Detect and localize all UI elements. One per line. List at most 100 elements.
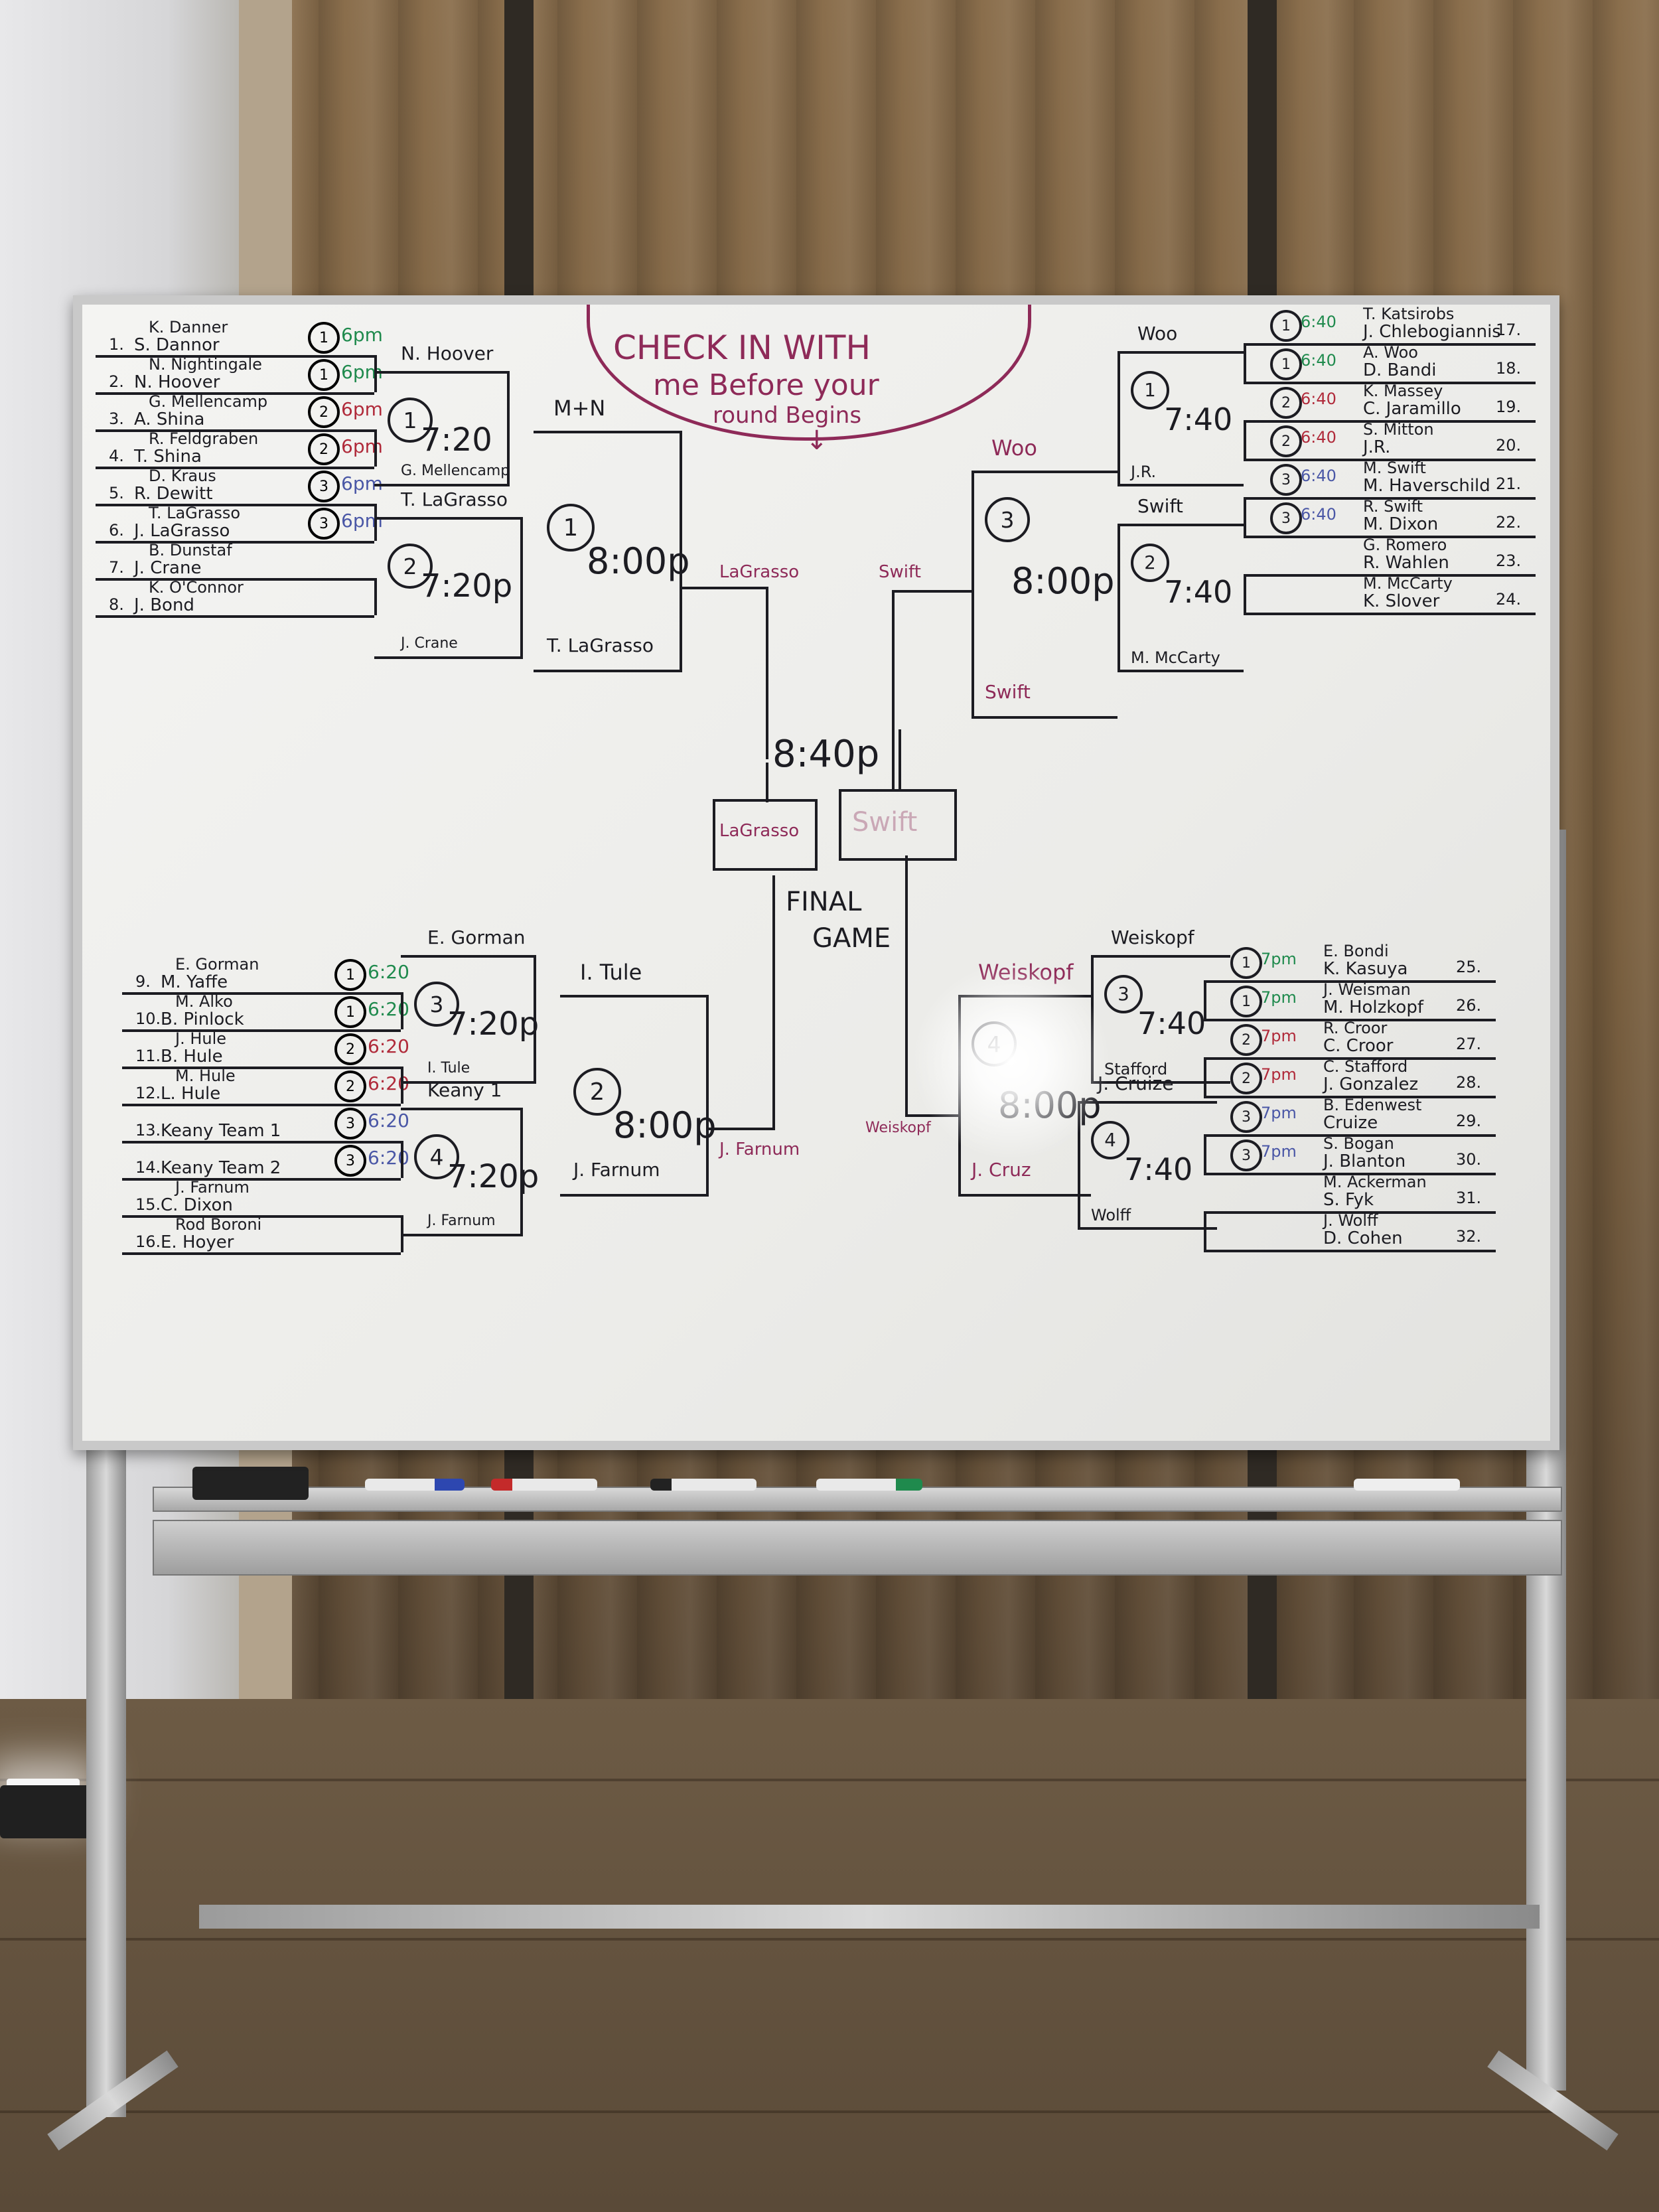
entrant-time: 6:40 xyxy=(1301,505,1336,524)
round2-connector xyxy=(1078,1101,1080,1230)
bracket-connector xyxy=(401,992,403,1029)
slot-number-badge: 3 xyxy=(1230,1101,1262,1133)
round2-top-line xyxy=(401,955,534,958)
entrant-name: J. Bond xyxy=(134,595,194,615)
slot-number-badge: 1 xyxy=(1230,947,1262,979)
round2-top-name: N. Hoover xyxy=(401,342,494,364)
entrant-line xyxy=(96,541,374,544)
entrant-time: 6:40 xyxy=(1301,351,1336,370)
entrant-partner: G. Romero xyxy=(1363,536,1447,554)
entrant-partner: C. Stafford xyxy=(1323,1057,1408,1076)
entrant-seed: 9. xyxy=(135,972,151,991)
entrant-line xyxy=(1204,1211,1496,1214)
entrant-line xyxy=(1244,382,1536,384)
right-finalist-box xyxy=(839,789,957,861)
round2-top-line xyxy=(374,371,507,374)
bracket-connector xyxy=(1244,420,1246,459)
entrant-name: Keany Team 2 xyxy=(161,1158,281,1178)
entrant-seed: 22. xyxy=(1496,513,1522,532)
round3-top-name: M+N xyxy=(553,396,606,421)
entrant-name: C. Dixon xyxy=(161,1195,233,1215)
entrant-time: 6:40 xyxy=(1301,428,1336,447)
entrant-name: M. Dixon xyxy=(1363,514,1439,534)
round2-top-line xyxy=(1118,351,1244,354)
entrant-seed: 19. xyxy=(1496,398,1522,416)
entrant-partner: A. Woo xyxy=(1363,343,1418,362)
bracket-connector xyxy=(374,578,377,615)
red-marker[interactable] xyxy=(491,1479,597,1491)
entrant-partner: T. LaGrasso xyxy=(149,504,241,522)
entrant-partner: J. Weisman xyxy=(1323,980,1411,999)
match-number: 1 xyxy=(388,398,433,443)
semi-top-name: LaGrasso xyxy=(719,562,800,582)
entrant-seed: 11. xyxy=(135,1047,161,1065)
entrant-name: K. Slover xyxy=(1363,591,1440,611)
round2-connector xyxy=(534,955,536,1084)
entrant-name: N. Hoover xyxy=(134,372,220,392)
slot-number-badge: 3 xyxy=(334,1108,366,1140)
arrow-down-icon: ↓ xyxy=(806,425,828,456)
match-number: 3 xyxy=(985,497,1030,542)
entrant-seed: 30. xyxy=(1456,1150,1482,1169)
entrant-line xyxy=(1244,497,1536,500)
bracket-connector xyxy=(1244,343,1246,382)
round2-top-name: E. Gorman xyxy=(427,926,526,948)
blue-marker[interactable] xyxy=(365,1479,465,1491)
entrant-seed: 20. xyxy=(1496,436,1522,455)
bracket-connector xyxy=(374,355,377,392)
round2-top-name: Weiskopf xyxy=(1111,926,1194,948)
round2-bottom-name: J. Farnum xyxy=(427,1213,496,1229)
entrant-seed: 31. xyxy=(1456,1189,1482,1207)
entrant-name: M. Holzkopf xyxy=(1323,997,1423,1017)
entrant-name: L. Hule xyxy=(161,1084,221,1104)
entrant-name: C. Croor xyxy=(1323,1036,1394,1056)
semi-top-line xyxy=(892,590,972,593)
bracket-connector xyxy=(401,1141,403,1178)
slot-number-badge: 2 xyxy=(1230,1063,1262,1094)
entrant-partner: M. Ackerman xyxy=(1323,1173,1427,1191)
entrant-line xyxy=(122,1215,401,1218)
eraser[interactable] xyxy=(192,1467,309,1500)
bracket-connector xyxy=(1244,497,1246,536)
match-time: 7:20p xyxy=(447,1158,540,1195)
green-marker[interactable] xyxy=(816,1479,922,1491)
entrant-name: D. Bandi xyxy=(1363,360,1437,380)
match-time: 8:00p xyxy=(613,1104,717,1146)
entrant-seed: 7. xyxy=(109,558,124,577)
entrant-seed: 4. xyxy=(109,447,124,465)
entrant-partner: S. Mitton xyxy=(1363,420,1434,439)
entrant-line xyxy=(1204,980,1496,983)
black-marker[interactable] xyxy=(650,1479,757,1491)
entrant-time: 6:20 xyxy=(368,1035,409,1057)
entrant-line xyxy=(96,355,374,358)
entrant-name: R. Wahlen xyxy=(1363,553,1449,573)
check-in-line2: me Before your xyxy=(653,368,879,402)
round3-bottom-name: J. Farnum xyxy=(573,1159,660,1181)
entrant-time: 6pm xyxy=(341,324,383,346)
slot-number-badge: 3 xyxy=(308,471,340,502)
slot-number-badge: 3 xyxy=(334,1145,366,1177)
round3-top-line xyxy=(534,431,680,433)
round2-top-line xyxy=(1118,524,1244,526)
entrant-name: J. Gonzalez xyxy=(1323,1074,1419,1094)
entrant-line xyxy=(122,1067,401,1069)
marker[interactable] xyxy=(1354,1479,1460,1491)
slot-number-badge: 2 xyxy=(1230,1024,1262,1056)
round2-bottom-name: G. Mellencamp xyxy=(401,463,510,479)
entrant-seed: 8. xyxy=(109,595,124,614)
semi-bottom-name: J. Farnum xyxy=(719,1140,800,1159)
entrant-partner: J. Wolff xyxy=(1323,1211,1378,1230)
entrant-name: S. Fyk xyxy=(1323,1190,1374,1210)
entrant-time: 7pm xyxy=(1261,1027,1297,1045)
entrant-line xyxy=(1204,1134,1496,1137)
entrant-name: S. Dannor xyxy=(134,335,220,355)
entrant-line xyxy=(122,992,401,995)
entrant-line xyxy=(96,467,374,469)
entrant-line xyxy=(1244,536,1536,538)
match-time: 7:20p xyxy=(421,567,513,605)
round2-bottom-line xyxy=(374,484,507,486)
match-number: 2 xyxy=(388,544,433,589)
entrant-line xyxy=(1244,459,1536,461)
entrant-partner: K. Danner xyxy=(149,318,228,336)
slot-number-badge: 1 xyxy=(1270,310,1302,342)
